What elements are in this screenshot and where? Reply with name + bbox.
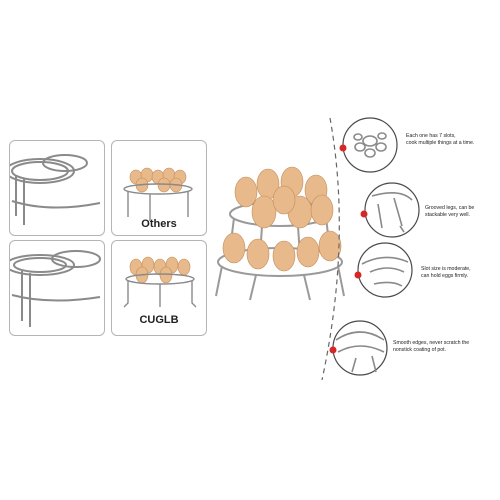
stacked-egg-racks-image (215, 166, 345, 301)
cuglb-rack-image (123, 256, 197, 308)
feature-note-slots: Each one has 7 slots, cook multiple thin… (406, 133, 474, 147)
others-rack-image (123, 167, 193, 221)
detail-panel-top-left (9, 140, 105, 236)
callout-circle-edges (332, 320, 388, 376)
feature-note-slot-size: Slot size is moderate, can hold eggs fir… (421, 266, 471, 280)
cuglb-label: CUGLB (139, 314, 179, 326)
callout-circle-slots (342, 117, 398, 173)
others-label: Others (141, 218, 177, 230)
marker-dot-slot-size (354, 271, 362, 279)
dashed-guide-line (321, 117, 340, 381)
feature-note-line: stackable very well. (425, 212, 470, 218)
callout-circle-slot-size (357, 242, 413, 298)
feature-note-line: can hold eggs firmly. (421, 273, 469, 279)
feature-note-line: Grooved legs, can be (425, 205, 475, 211)
feature-note-line: Slot size is moderate, (421, 266, 471, 272)
feature-note-line: nonstick coating of pot. (393, 347, 447, 353)
callout-circle-legs (364, 182, 420, 238)
feature-note-edges: Smooth edges, never scratch the nonstick… (393, 340, 469, 354)
marker-dot-edges (329, 346, 337, 354)
marker-dot-legs (360, 210, 368, 218)
feature-note-legs: Grooved legs, can be stackable very well… (425, 205, 474, 219)
others-panel: Others (111, 140, 207, 236)
cuglb-panel: CUGLB (111, 240, 207, 336)
feature-note-line: cook multiple things at a time. (406, 140, 475, 146)
marker-dot-slots (339, 144, 347, 152)
rack-wire-closeup-image (10, 154, 101, 225)
detail-panel-bottom-left (9, 240, 105, 336)
rack-wire-closeup-image (10, 250, 101, 327)
feature-note-line: Each one has 7 slots, (406, 133, 456, 139)
feature-note-line: Smooth edges, never scratch the (393, 340, 470, 346)
